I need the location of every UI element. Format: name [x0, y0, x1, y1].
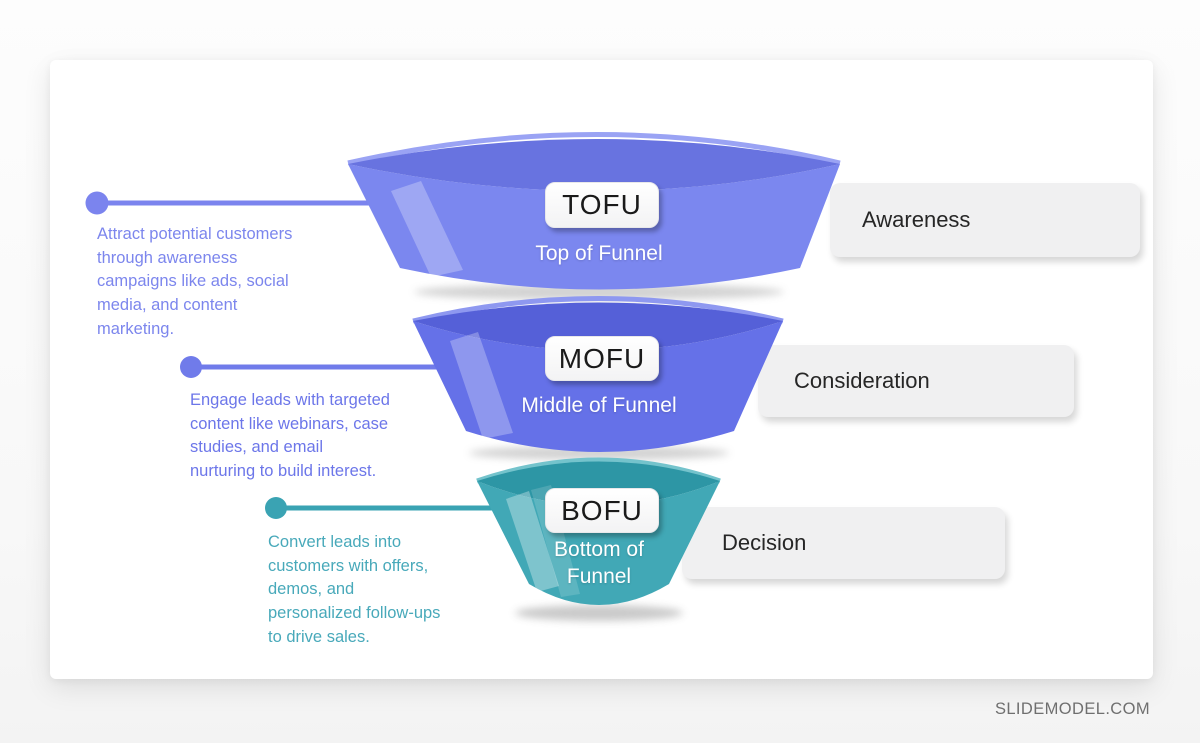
- outcome-label-decision: Decision: [682, 507, 1005, 579]
- stage-badge-text: TOFU: [562, 189, 642, 220]
- outcome-label-awareness: Awareness: [830, 183, 1140, 257]
- watermark: SLIDEMODEL.COM: [994, 700, 1150, 718]
- stage-description-mofu: Engage leads with targeted content like …: [190, 391, 390, 481]
- stage-badge-mofu: MOFU: [545, 336, 659, 381]
- stage-description-bofu: Convert leads into customers with offers…: [268, 533, 441, 646]
- stage-badge-bofu: BOFU: [545, 488, 659, 533]
- stage-caption-mofu: Middle of Funnel: [521, 394, 677, 417]
- outcome-text: Consideration: [794, 368, 930, 393]
- stage-badge-text: MOFU: [558, 342, 646, 374]
- stage-caption-bofu: Bottom of Funnel: [554, 538, 644, 588]
- stage-description-tofu: Attract potential customers through awar…: [97, 225, 293, 338]
- outcome-text: Decision: [722, 530, 807, 555]
- outcome-text: Awareness: [862, 207, 971, 232]
- outcome-label-consideration: Consideration: [758, 345, 1074, 417]
- stage-badge-tofu: TOFU: [545, 182, 659, 228]
- stage-caption-tofu: Top of Funnel: [535, 242, 663, 265]
- stage-badge-text: BOFU: [561, 494, 643, 526]
